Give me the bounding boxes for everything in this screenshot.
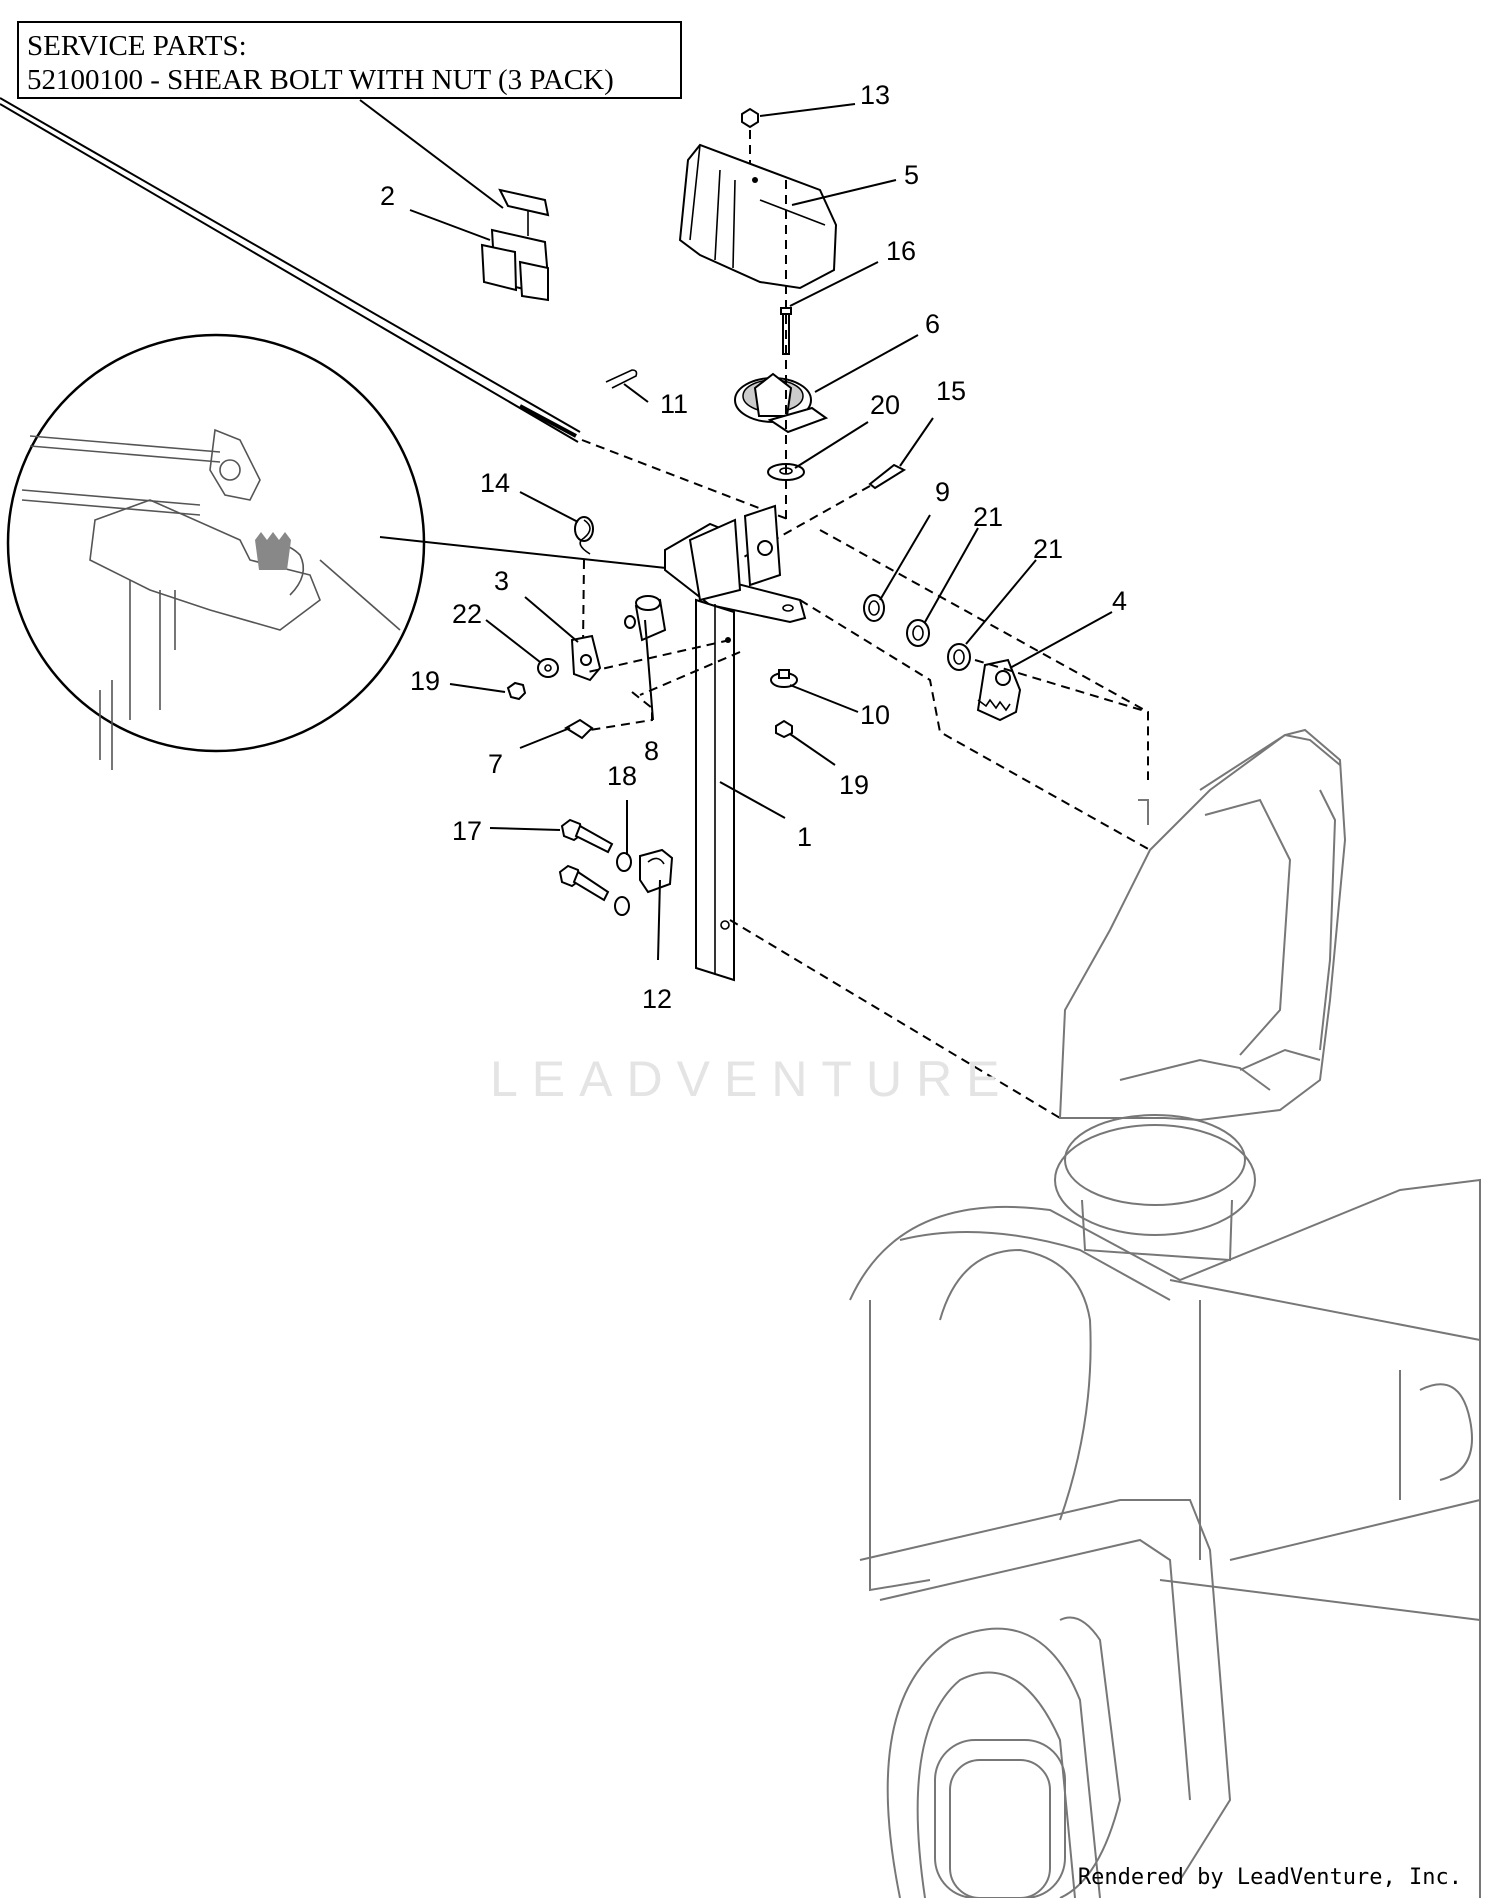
callout-7: 7 bbox=[488, 749, 503, 779]
callout-4: 4 bbox=[1112, 586, 1127, 616]
callout-20: 20 bbox=[870, 390, 900, 420]
part-12-clamp bbox=[639, 848, 674, 894]
part-17-bolt-lower bbox=[558, 864, 610, 902]
callout-3: 3 bbox=[494, 566, 509, 596]
part-7-clip bbox=[564, 718, 594, 740]
detail-inset bbox=[6, 333, 667, 770]
part-18-washer-upper bbox=[616, 852, 632, 872]
render-credit: Rendered by LeadVenture, Inc. bbox=[1077, 1865, 1462, 1890]
callout-12: 12 bbox=[642, 984, 672, 1014]
part-19-nut-center bbox=[775, 719, 793, 739]
callout-1: 1 bbox=[797, 822, 812, 852]
part-21-washer-a bbox=[906, 619, 930, 647]
service-parts-heading: SERVICE PARTS: bbox=[27, 30, 247, 62]
callout-5: 5 bbox=[904, 160, 919, 190]
callout-leaders bbox=[409, 103, 1113, 961]
part-22-washer bbox=[537, 658, 559, 678]
callout-2: 2 bbox=[380, 181, 395, 211]
discharge-chute bbox=[1054, 728, 1347, 1262]
service-parts-box: SERVICE PARTS: 52100100 - SHEAR BOLT WIT… bbox=[17, 21, 682, 99]
callout-11: 11 bbox=[660, 389, 688, 419]
callout-22: 22 bbox=[452, 599, 482, 629]
part-9-bushing bbox=[863, 594, 885, 622]
control-rod bbox=[0, 97, 791, 521]
callout-19-center: 19 bbox=[839, 770, 869, 800]
part-1-mounting-bracket bbox=[664, 504, 807, 982]
callout-10: 10 bbox=[860, 700, 890, 730]
callout-14: 14 bbox=[480, 468, 510, 498]
callout-19-left: 19 bbox=[410, 666, 440, 696]
callout-8: 8 bbox=[644, 736, 659, 766]
callout-6: 6 bbox=[925, 309, 940, 339]
watermark: LEADVENTURE bbox=[490, 1051, 1014, 1107]
auger-housing bbox=[849, 1178, 1481, 1898]
part-8-spacer bbox=[624, 595, 667, 642]
callout-18: 18 bbox=[607, 761, 637, 791]
part-6-bevel-gear bbox=[734, 372, 829, 434]
part-2-bracket bbox=[480, 188, 550, 302]
part-17-bolt-upper bbox=[560, 818, 614, 854]
part-19-nut-left bbox=[506, 681, 527, 701]
callout-17: 17 bbox=[452, 816, 482, 846]
part-5-gear-cover bbox=[678, 143, 838, 290]
callout-21-a: 21 bbox=[973, 502, 1003, 532]
part-10-washer bbox=[770, 669, 798, 688]
callout-16: 16 bbox=[886, 236, 916, 266]
part-14-spring bbox=[574, 516, 594, 646]
callout-21-b: 21 bbox=[1033, 534, 1063, 564]
callout-9: 9 bbox=[935, 477, 950, 507]
service-leader-line bbox=[359, 99, 504, 209]
service-parts-item: 52100100 - SHEAR BOLT WITH NUT (3 PACK) bbox=[27, 64, 614, 96]
part-18-washer-lower bbox=[614, 896, 630, 916]
part-3-pawl bbox=[570, 634, 602, 682]
part-4-gear-segment bbox=[976, 658, 1022, 722]
assembly-dashed-lines bbox=[587, 180, 1151, 1119]
callout-15: 15 bbox=[936, 376, 966, 406]
callout-13: 13 bbox=[860, 80, 890, 110]
part-21-washer-b bbox=[947, 643, 971, 671]
part-11-cotter-pin bbox=[605, 369, 638, 389]
